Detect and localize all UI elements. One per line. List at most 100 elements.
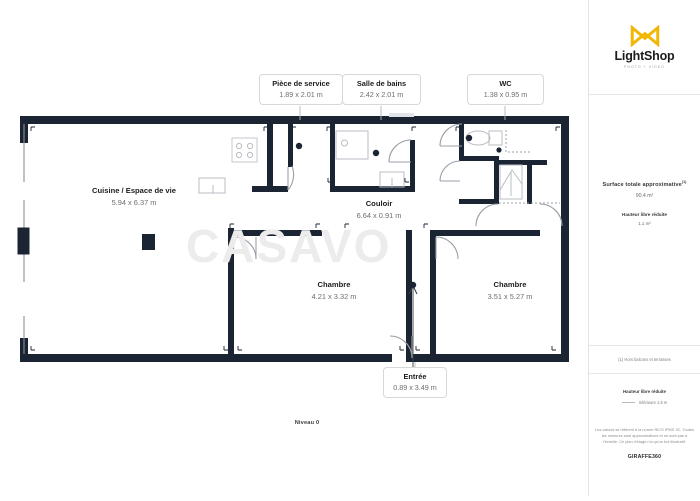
footnote-text: (1) Hors balcons et terrasses [618, 357, 671, 362]
wall-kitchen-right-nub [252, 186, 288, 192]
wall-service-left [288, 124, 293, 167]
room-label-bedroom-2: Chambre 3.51 x 5.27 m [453, 280, 567, 301]
room-label-corridor: Couloir 6.64 x 0.91 m [320, 199, 438, 220]
surface-total-title: Surface totale approximative(1) [589, 180, 700, 188]
door-arc-wc-mid [439, 160, 461, 182]
reduced-height-block: Hauteur libre réduite 1.1 m² [589, 212, 700, 226]
wall-bath-left [330, 124, 335, 192]
room-label-entree: Entrée 0.89 x 3.49 m [383, 367, 447, 399]
room-name: Salle de bains [356, 79, 407, 88]
room-name: Couloir [365, 199, 393, 208]
wall-wc-lower [459, 199, 499, 204]
closet-dotted-1 [505, 130, 530, 153]
shower-tray-icon [335, 130, 369, 160]
door-arc-wc-bottom [475, 203, 499, 227]
wall-bath-right [410, 140, 415, 192]
corner-ticks [30, 126, 560, 351]
entry-node-dot [409, 281, 417, 289]
provider-suffix: 360 [651, 454, 662, 461]
stairs-icon [499, 164, 523, 200]
footnote-block: (1) Hors balcons et terrasses [589, 346, 700, 374]
toilet-dot-icon [465, 134, 473, 142]
wall-wc-left [459, 124, 464, 160]
wall-bottom [20, 354, 569, 362]
provider-name: GIRAFFE [627, 454, 652, 461]
wall-bath-bottom [330, 186, 415, 192]
room-name: Entrée [403, 372, 427, 381]
info-sidebar: LightShop PHOTO + VIDEO Surface totale a… [588, 0, 700, 496]
wall-right [561, 116, 569, 362]
wall-entry-right [406, 352, 412, 362]
room-dimensions: 1.38 x 0.95 m [483, 90, 528, 100]
legend-line-swatch [621, 402, 635, 403]
kitchen-sink-icon [198, 177, 226, 194]
brand-tagline: PHOTO + VIDEO [624, 65, 665, 69]
floorplan-svg [17, 113, 569, 368]
room-name: Chambre [317, 280, 351, 289]
door-arc-wc-top [439, 123, 463, 147]
door-arc-right-bottom [539, 203, 563, 227]
reduced-height-value: 1.1 m² [638, 220, 651, 226]
room-name: WC [499, 79, 512, 88]
brand-name: LightShop [614, 49, 675, 63]
legend-title: Hauteur libre réduite [623, 389, 666, 394]
legend-block: Hauteur libre réduite Inférieure 1.5 m [589, 374, 700, 405]
room-dimensions: 0.89 x 3.49 m [393, 383, 437, 393]
lightshop-logo-icon [630, 25, 659, 47]
wall-wc-bottom-b [494, 160, 547, 165]
surface-stats-block: Surface totale approximative(1) 90.4 m² … [589, 94, 700, 346]
surface-total-label: Surface totale approximative [602, 181, 682, 188]
disclaimer-text: Les calculs se réfèrent à la norme RICS … [595, 427, 694, 445]
wall-bedroom2-left [430, 230, 436, 358]
brand-logo-block: LightShop PHOTO + VIDEO [589, 0, 700, 95]
room-label-bedroom-1: Chambre 4.21 x 3.32 m [277, 280, 391, 301]
wall-wc-bottom-a [459, 156, 498, 161]
room-dimensions: 6.64 x 0.91 m [356, 210, 402, 220]
wall-wc-right [527, 160, 532, 204]
room-label-kitchen: Cuisine / Espace de vie 5.94 x 6.37 m [54, 186, 214, 207]
room-name: Pièce de service [272, 79, 330, 88]
wall-corridor-bottom-left [228, 230, 322, 236]
legend-row: Inférieure 1.5 m [589, 400, 700, 405]
room-label-wc: WC 1.38 x 0.95 m [467, 74, 544, 106]
room-dimensions: 4.21 x 3.32 m [311, 291, 357, 301]
node-dot-2 [372, 149, 380, 157]
room-name: Cuisine / Espace de vie [92, 186, 176, 195]
window-box-left-inner [20, 230, 27, 252]
room-dimensions: 1.89 x 2.01 m [279, 90, 323, 100]
room-dimensions: 3.51 x 5.27 m [487, 291, 533, 301]
cooktop-icon [231, 137, 258, 163]
door-arc-bathroom [388, 139, 412, 163]
stairs-lines [499, 169, 523, 191]
disclaimer-block: Les calculs se réfèrent à la norme RICS … [595, 427, 694, 460]
top-recess-r [412, 117, 414, 124]
room-label-service: Pièce de service 1.89 x 2.01 m [259, 74, 343, 106]
provider-logo: GIRAFFE360 [595, 454, 694, 460]
room-dimensions: 2.42 x 2.01 m [359, 90, 404, 100]
top-recess [389, 113, 414, 117]
node-dot-1 [295, 142, 303, 150]
surface-total-footnote-marker: (1) [681, 180, 687, 184]
room-label-bathroom: Salle de bains 2.42 x 2.01 m [342, 74, 421, 106]
top-recess-l [389, 117, 391, 124]
node-dot-3 [496, 147, 502, 153]
wall-kitchen-right-upper [267, 124, 273, 190]
floorplan-drawing: CASAVO [17, 74, 569, 426]
door-arc-bedroom2 [435, 236, 459, 260]
surface-total-value: 90.4 m² [635, 192, 654, 199]
toilet-cistern-icon [488, 130, 503, 146]
door-arc-service [287, 165, 295, 191]
entry-opening [392, 354, 406, 362]
room-dimensions: 5.94 x 6.37 m [111, 197, 157, 207]
watermark-casavo: CASAVO [186, 220, 392, 272]
wall-top [20, 116, 569, 124]
room-name: Chambre [493, 280, 527, 289]
wall-bedroom1-left [228, 230, 234, 358]
shower-drain-icon [341, 139, 348, 147]
wall-wc-divider [494, 156, 499, 204]
structural-column [142, 234, 155, 250]
level-label: Niveau 0 [294, 420, 320, 426]
wall-corridor-bottom-right [430, 230, 540, 236]
wall-joint-1 [228, 228, 234, 236]
